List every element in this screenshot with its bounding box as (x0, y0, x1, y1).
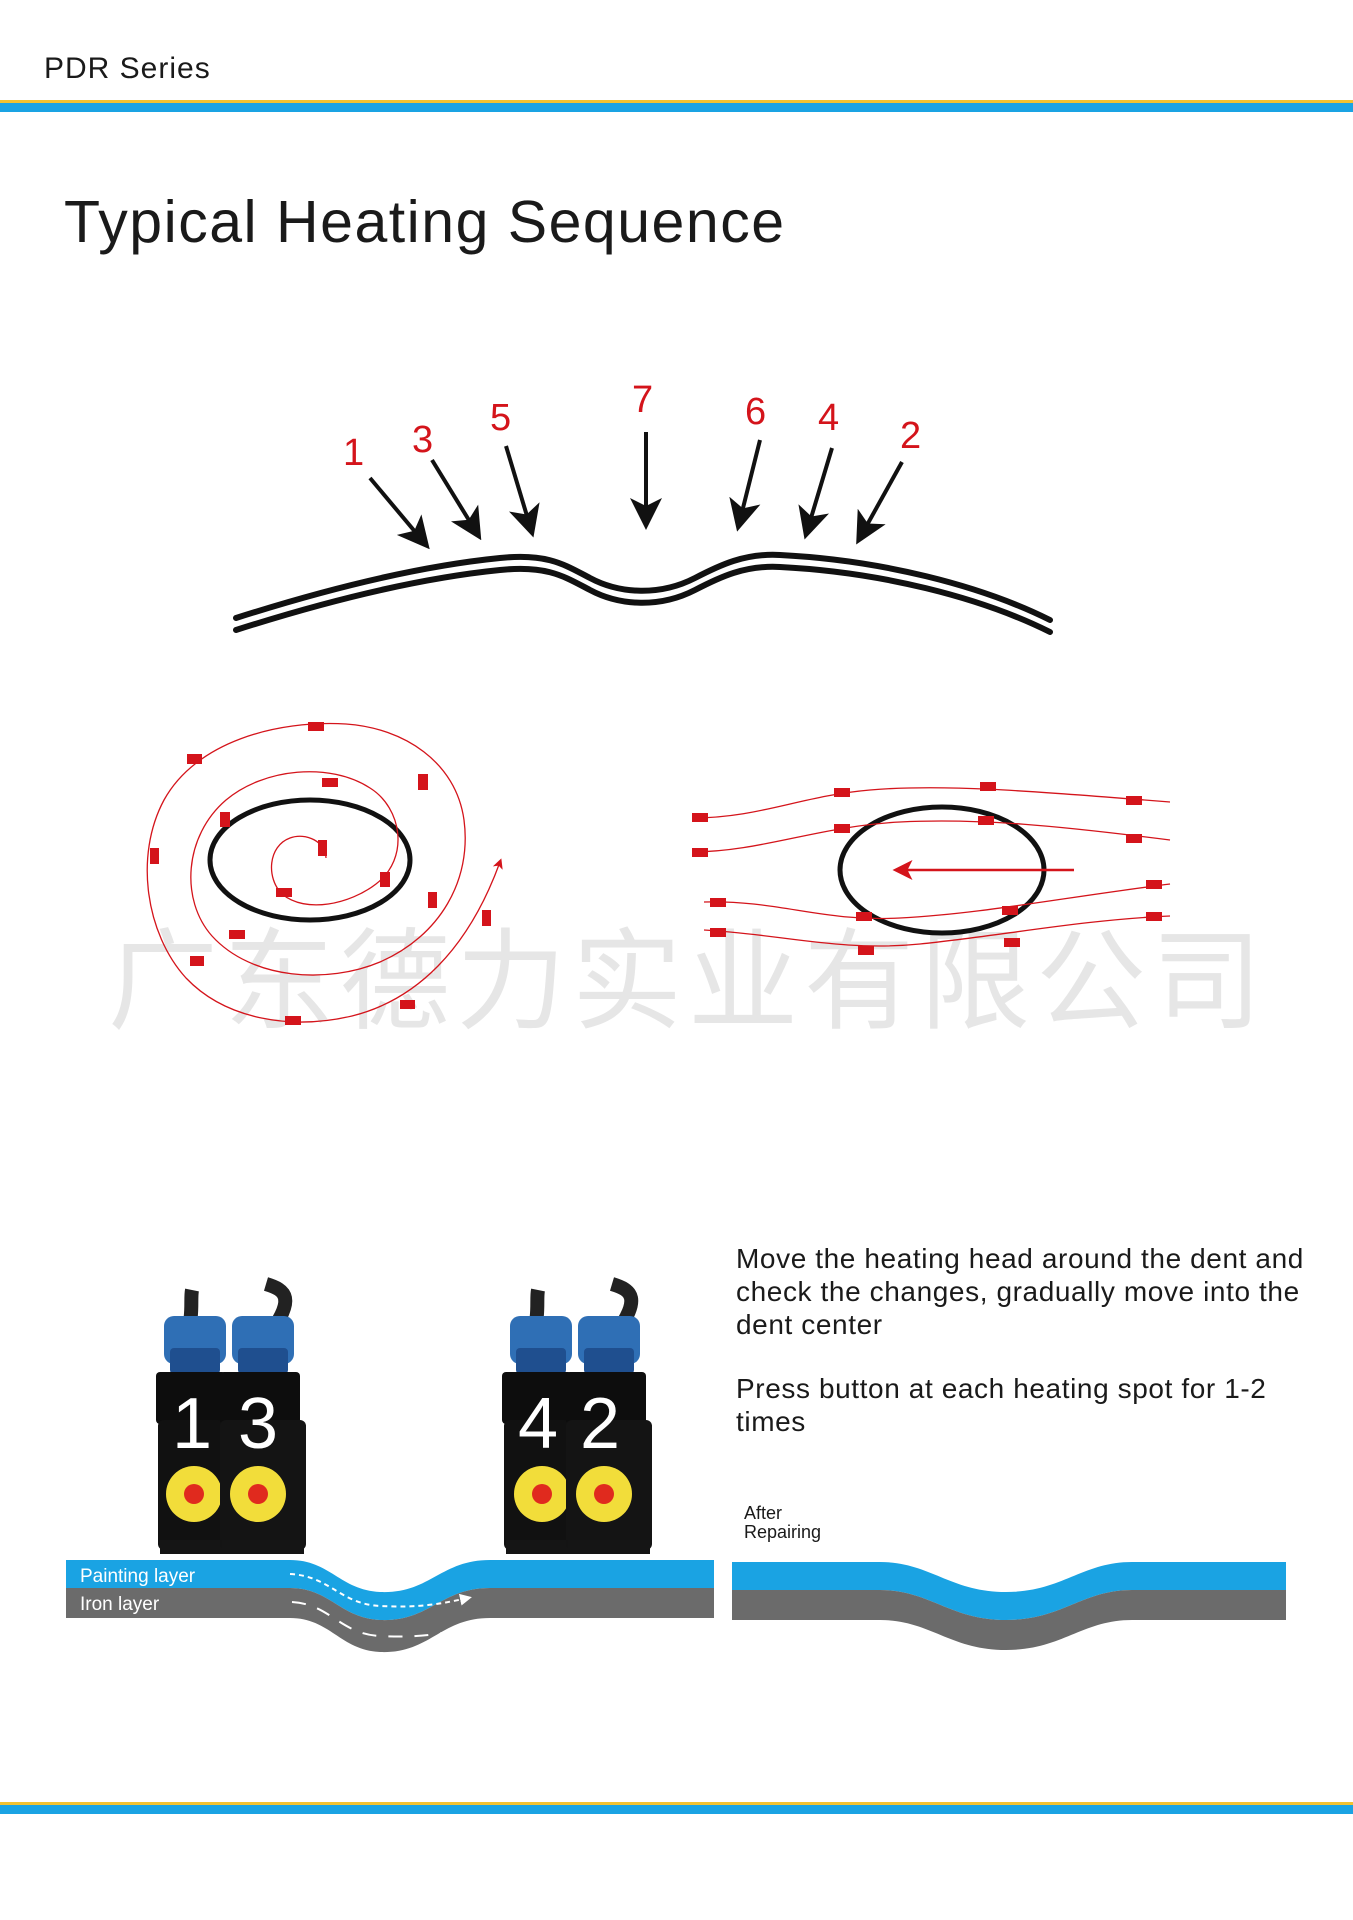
painting-layer-label: Painting layer (80, 1566, 196, 1587)
heating-head-2-number: 2 (580, 1384, 620, 1464)
spiral-pattern (146, 722, 503, 1025)
sequence-label-5: 5 (490, 397, 511, 439)
heating-head-3-button (248, 1484, 268, 1504)
sequence-label-4: 4 (818, 397, 839, 439)
linear-spots (692, 782, 1162, 955)
after-label-line2: Repairing (744, 1522, 822, 1542)
sequence-labels: 1 3 5 7 6 4 2 (343, 379, 921, 474)
spiral-path (146, 722, 503, 1023)
linear-pattern (691, 782, 1171, 955)
heating-head-2-button (594, 1484, 614, 1504)
header-rule-blue (0, 103, 1353, 112)
footer-rule-blue (0, 1805, 1353, 1814)
sequence-label-7: 7 (632, 379, 653, 421)
series-label: PDR Series (44, 52, 211, 85)
heating-head-1-number: 1 (172, 1384, 212, 1464)
iron-layer-before (66, 1588, 714, 1653)
heating-head-2: 2 (566, 1277, 652, 1554)
watermark-text: 广东德力实业有限公司 (108, 918, 1268, 1046)
sequence-label-3: 3 (412, 419, 433, 461)
spiral-spots (150, 722, 491, 1025)
layer-diagram-before (66, 1560, 714, 1653)
sequence-label-1: 1 (343, 432, 364, 474)
iron-layer-label: Iron layer (80, 1594, 160, 1615)
heating-head-1-button (184, 1484, 204, 1504)
arrow-6 (729, 439, 762, 532)
arrow-5 (504, 445, 540, 538)
layer-diagram-after (732, 1562, 1286, 1650)
footer-rule-yellow (0, 1802, 1353, 1805)
panel-cross-section (233, 551, 1053, 635)
arrow-2 (856, 461, 904, 545)
heating-heads-left: 1 3 (156, 1277, 306, 1554)
arrow-1 (368, 476, 430, 550)
sequence-arrows (368, 432, 904, 550)
heating-head-1: 1 (156, 1288, 226, 1554)
instruction-press-button: Press button at each heating spot for 1-… (736, 1373, 1267, 1437)
after-repairing-label: After Repairing (744, 1504, 864, 1542)
after-label-line1: After (744, 1503, 783, 1523)
heating-head-4-number: 4 (518, 1384, 558, 1464)
iron-layer-after (732, 1590, 1286, 1650)
sequence-label-6: 6 (745, 391, 766, 433)
page-title: Typical Heating Sequence (64, 189, 786, 255)
heating-head-4-button (532, 1484, 552, 1504)
heat-flow-arrow-bottom (291, 1601, 472, 1638)
instruction-move-head: Move the heating head around the dent an… (736, 1243, 1304, 1340)
header-rule-yellow (0, 100, 1353, 103)
arrow-3 (430, 458, 482, 541)
heating-head-3: 3 (220, 1277, 306, 1554)
heating-heads-right: 4 2 (502, 1277, 652, 1554)
heating-head-4: 4 (502, 1288, 572, 1554)
heating-head-3-number: 3 (238, 1384, 278, 1464)
dent-outline-left (207, 797, 413, 923)
painting-layer-before (66, 1560, 714, 1621)
heat-flow-arrow-top (289, 1573, 472, 1608)
arrow-4 (798, 447, 834, 540)
sequence-label-2: 2 (900, 415, 921, 457)
painting-layer-after (732, 1562, 1286, 1620)
